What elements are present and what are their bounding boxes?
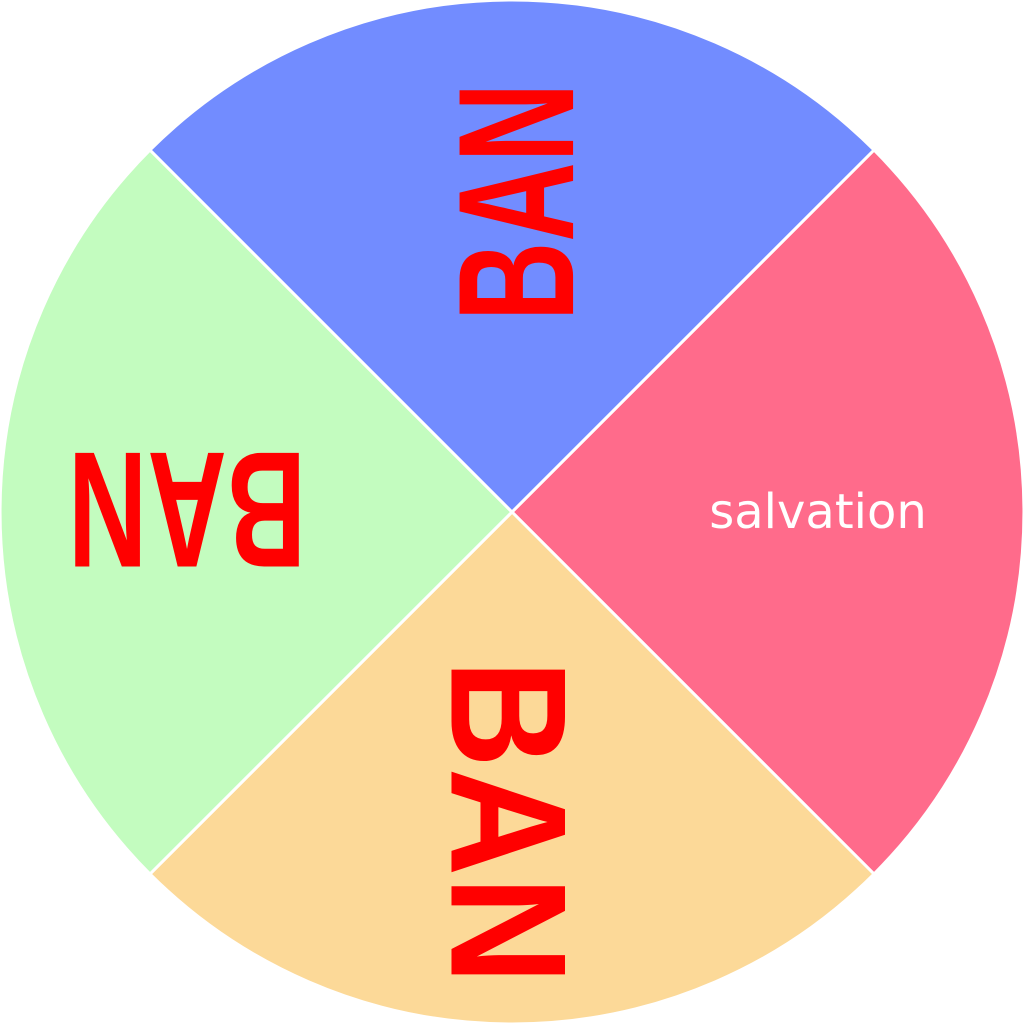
wheel-segment-ban-bottom[interactable]: BAN	[148, 510, 876, 1024]
wheel-segment-ban-top-label: BAN	[424, 83, 609, 321]
wheel-segment-ban-bottom-label: BAN	[416, 660, 600, 985]
wheel-segment-ban-left-label: BAN	[68, 418, 306, 603]
wheel-segment-salvation-label: salvation	[709, 484, 927, 540]
wheel-segment-ban-top[interactable]: BAN	[148, 0, 876, 514]
wheel-segment-ban-top-shape	[148, 0, 876, 514]
wheel-segment-ban-left[interactable]: BAN	[0, 148, 514, 876]
wheel-segment-ban-left-shape	[0, 148, 514, 876]
wheel-segment-salvation[interactable]: salvation	[510, 148, 1024, 876]
